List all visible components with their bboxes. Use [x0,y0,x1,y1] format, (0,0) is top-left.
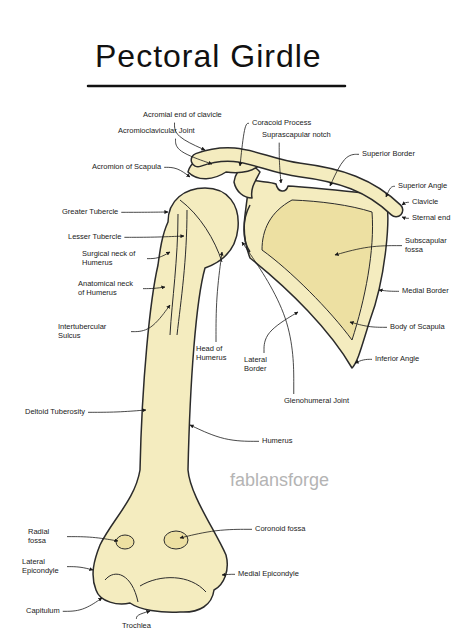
leader-line [121,212,168,213]
part-label: Clavicle [412,198,438,207]
title: Pectoral Girdle [95,38,322,75]
part-label: Radial fossa [28,528,64,545]
glenoid-cavity [244,205,250,252]
leader-line [190,425,259,441]
part-label: Inferior Angle [375,355,419,364]
part-label: Suprascapular notch [262,131,331,140]
capitulum-line [105,574,138,602]
clavicle-outline [198,155,396,210]
sulcus-line [170,214,178,335]
watermark: fablansforge [230,470,329,491]
part-label: Superior Border [362,150,415,159]
subscapular-fossa [262,200,373,340]
leader-line [222,574,235,576]
part-label: Acromioclavicular Joint [118,127,195,136]
sulcus-line [177,210,187,335]
leader-line [176,139,212,164]
part-label: Lateral Border [244,356,284,373]
leader-line [67,537,118,541]
scapula-bone [244,180,387,368]
part-label: Acromion of Scapula [92,163,161,172]
leader-line [402,202,409,205]
part-label: Intertubercular Sulcus [58,323,128,340]
leader-line [67,567,93,570]
part-label: Head of Humerus [196,345,236,362]
leader-line [402,217,409,218]
trochlea-line [140,578,206,592]
part-label: Superior Angle [398,182,447,191]
part-label: Sternal end [412,214,452,223]
part-label: Body of Scapula [390,323,445,332]
part-label: Acromial end of clavicle [143,111,222,120]
part-label: Humerus [262,437,292,446]
part-label: Lesser Tubercle [68,233,121,242]
title-underline [88,85,345,88]
leader-line [330,154,359,186]
leader-line [136,611,150,619]
part-label: Coracoid Process [252,119,311,128]
leader-line [350,322,387,327]
part-label: Capitulum [26,607,60,616]
part-label: Subscapular fossa [405,237,455,254]
leader-line [355,359,372,363]
part-label: Lateral Epicondyle [22,558,64,575]
leader-line [264,312,298,353]
radial-fossa [116,535,134,549]
leader-line [242,242,294,394]
leader-line [147,252,170,259]
part-label: Trochlea [122,622,151,631]
leader-line [63,598,102,611]
part-label: Greater Tubercle [62,208,118,217]
part-label: Surgical neck of Humerus [82,250,144,267]
leader-line [143,287,165,289]
leader-line [279,143,281,183]
leader-line [379,290,399,291]
leader-line [240,123,249,166]
clavicle-bone [198,155,396,210]
part-label: Deltoid Tuberosity [25,408,85,417]
leader-line [124,236,184,237]
leader-line [216,252,222,342]
coronoid-fossa [164,531,188,549]
leader-line [164,167,190,177]
part-label: Medial Epicondyle [238,570,299,579]
leader-line [335,246,402,255]
part-label: Medial Border [402,287,449,296]
leader-line [131,305,170,332]
part-label: Anatomical neck of Humerus [78,280,140,297]
leader-line [88,410,146,412]
part-label: Glenohumeral Joint [284,397,349,406]
leader-line [386,186,395,197]
leader-line [180,529,252,538]
part-label: Coronoid fossa [255,525,305,534]
